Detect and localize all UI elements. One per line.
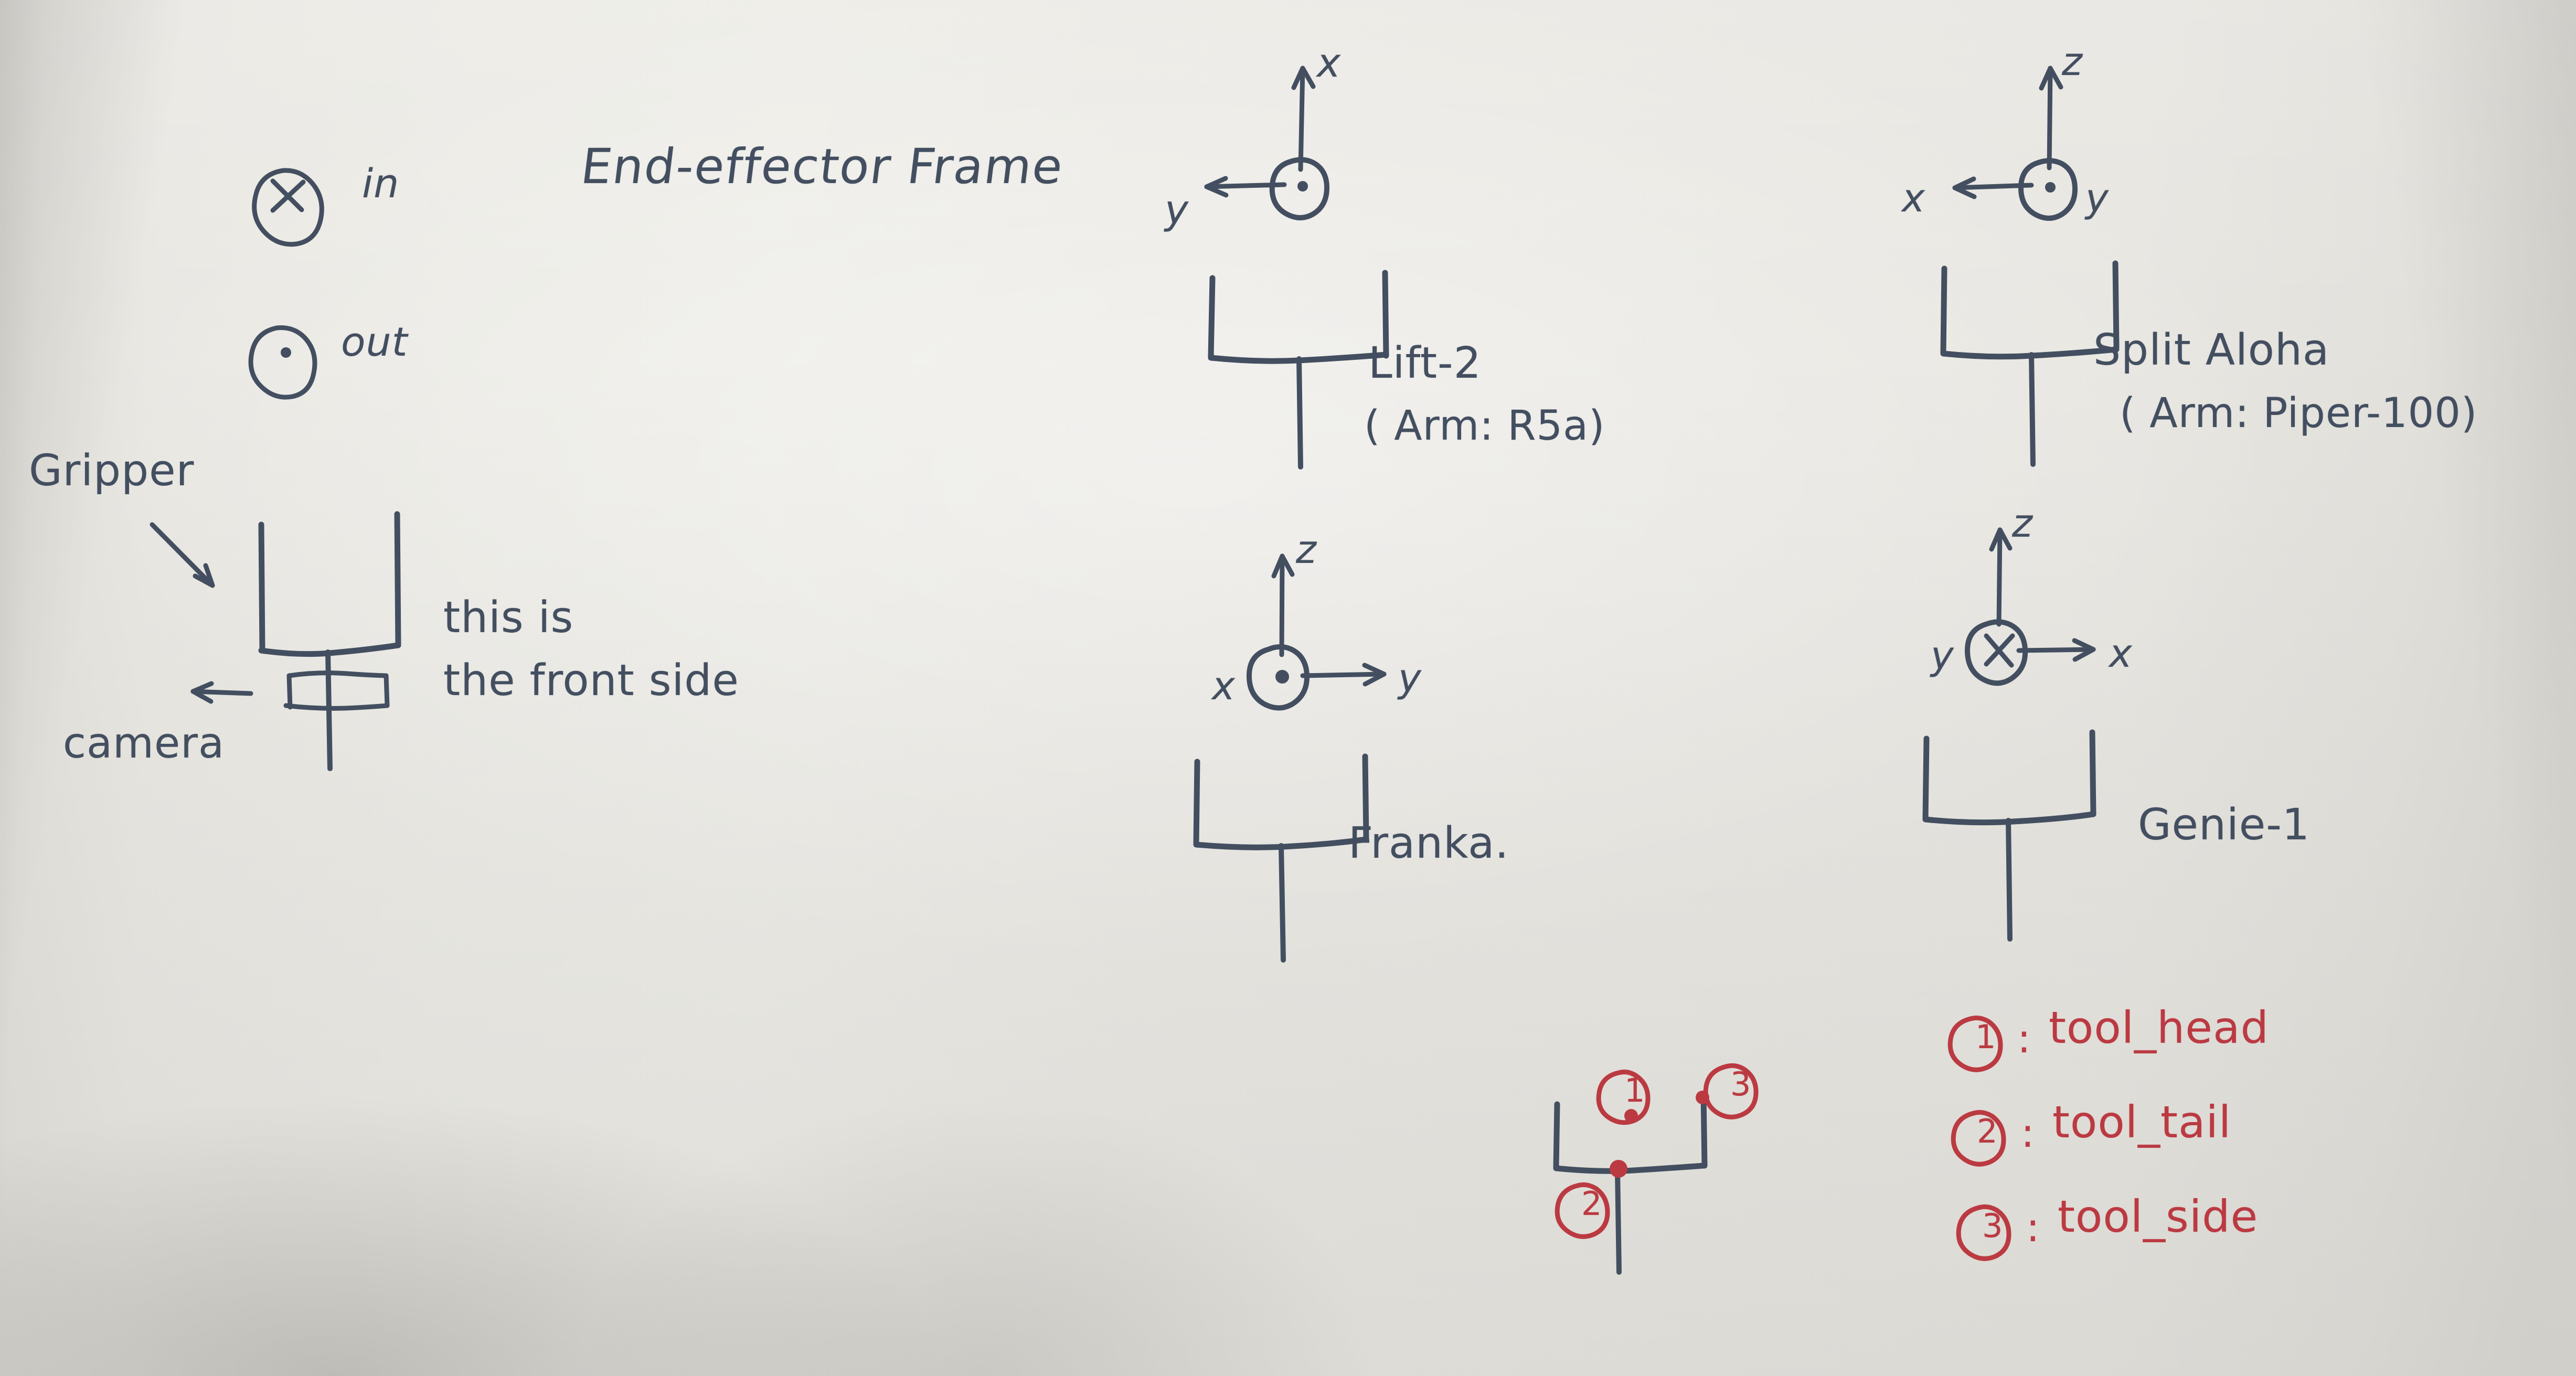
tool-legend-circles [1947,1015,2011,1261]
franka-axis-label-z: z [1296,527,1317,572]
gripper-label: Gripper [29,446,195,496]
lift2-name-label: Lift-2 [1368,338,1482,388]
split-aloha-arm-label: ( Arm: Piper-100) [2120,390,2478,437]
legend-out-symbol [248,325,317,400]
split-aloha-frame-drawing [1940,66,2120,467]
genie1-axis-label-x: x [2109,631,2133,676]
circled-1-outline [1596,1070,1651,1125]
legend-1-name: tool_head [2049,1002,2269,1053]
tool-side-marker-number: 3 [1730,1065,1752,1103]
genie1-axis-label-z: z [2012,501,2033,546]
tool-head-marker-number: 1 [1624,1071,1646,1110]
franka-axis-label-y: y [1398,656,1422,701]
legend-2-name: tool_tail [2052,1096,2232,1148]
page-title: End-effector Frame [578,138,1067,195]
lift2-axis-label-y: y [1165,186,1189,233]
legend-out-label: out [341,318,408,365]
front-side-note-line2: the front side [443,656,739,706]
franka-name-label: Franka. [1348,818,1509,868]
lift2-arm-label: ( Arm: R5a) [1364,402,1605,450]
split-aloha-axis-label-y: y [2085,176,2109,221]
legend-3-number: 3 [1982,1207,2004,1245]
legend-2-separator: : [2021,1110,2035,1156]
genie1-name-label: Genie-1 [2138,800,2310,850]
split-aloha-axis-label-z: z [2062,39,2083,84]
circled-2-outline [1555,1182,1610,1239]
tool-point-gripper-drawing [1553,1063,1759,1275]
legend-in-label: in [362,160,400,207]
legend-1-number: 1 [1975,1018,1997,1056]
split-aloha-axis-label-x: x [1902,176,1925,221]
tool-tail-marker-dot [1610,1160,1627,1178]
camera-label: camera [63,719,225,767]
split-aloha-name-label: Split Aloha [2093,325,2330,375]
gripper-reference-drawing [150,511,401,771]
front-side-note-line1: this is [443,593,574,643]
legend-2-number: 2 [1977,1112,1998,1150]
genie1-frame-drawing [1922,527,2096,942]
legend-in-symbol [252,168,324,247]
circled-3-outline [1703,1063,1759,1119]
legend-1-separator: : [2017,1015,2031,1062]
legend-3-name: tool_side [2058,1191,2259,1242]
tool-tail-marker-number: 2 [1581,1185,1603,1223]
lift2-frame-drawing [1204,66,1389,470]
genie1-axis-label-y: y [1931,633,1954,678]
lift2-axis-label-x: x [1317,39,1341,86]
legend-3-separator: : [2026,1204,2040,1251]
franka-frame-drawing [1193,553,1387,963]
franka-axis-label-x: x [1212,664,1236,709]
